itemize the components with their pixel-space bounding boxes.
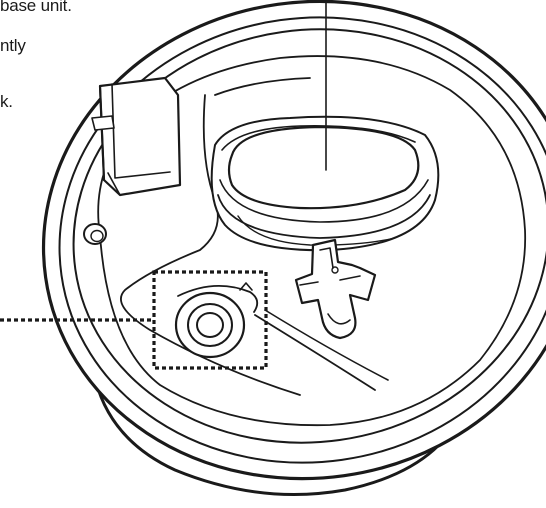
basin-floor bbox=[97, 55, 527, 427]
float-valve bbox=[294, 238, 377, 340]
caption-line-1: base unit. bbox=[0, 0, 72, 15]
callout-box bbox=[152, 270, 268, 370]
drain-fitting bbox=[174, 282, 259, 359]
caption-line-3: k. bbox=[0, 92, 13, 111]
outer-rim bbox=[41, 0, 546, 481]
caption-line-2: ntly bbox=[0, 36, 26, 55]
channel-edge-2 bbox=[264, 309, 389, 381]
channel-line-2 bbox=[214, 77, 311, 96]
small-hole bbox=[83, 223, 107, 245]
connector-block bbox=[91, 76, 182, 197]
basin-wall bbox=[72, 28, 546, 444]
channel-edge bbox=[254, 314, 376, 391]
float-housing bbox=[210, 115, 440, 252]
inner-rim bbox=[58, 16, 546, 464]
